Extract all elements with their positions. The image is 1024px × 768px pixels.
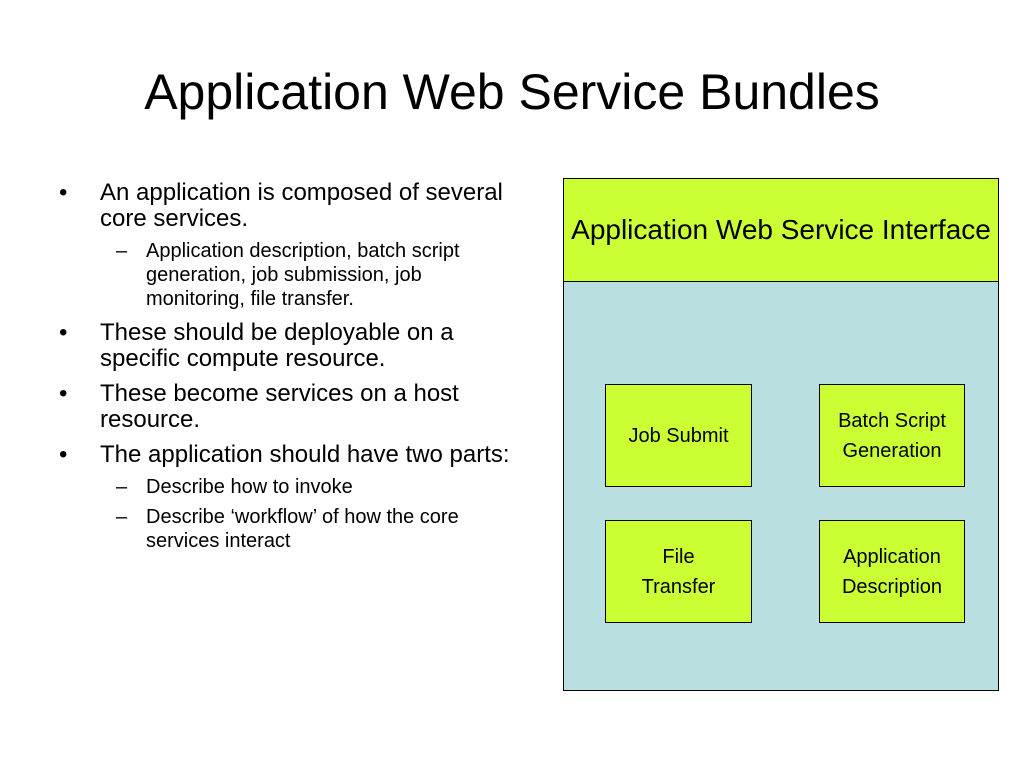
bullet-marker: • — [59, 319, 68, 346]
service-bundle-diagram: Application Web Service Interface Job Su… — [563, 178, 999, 691]
job-submit-box: Job Submit — [605, 384, 752, 487]
bullet-text: The application should have two parts: — [100, 441, 510, 468]
service-label: File Transfer — [641, 545, 716, 598]
sub-bullet-text: Describe how to invoke — [146, 476, 353, 498]
application-description-box: Application Description — [819, 520, 965, 623]
service-label: Application Description — [841, 545, 943, 598]
sub-bullet-item: – Describe ‘workflow’ of how the core se… — [100, 505, 522, 553]
service-label: Job Submit — [628, 424, 729, 447]
sub-bullet-item: – Describe how to invoke — [100, 475, 522, 499]
bullet-item: • The application should have two parts:… — [52, 442, 522, 553]
sub-bullet-item: – Application description, batch script … — [100, 239, 522, 311]
file-transfer-box: File Transfer — [605, 520, 752, 623]
bullet-text: These become services on a host resource… — [100, 380, 459, 433]
sub-bullet-text: Application description, batch script ge… — [146, 240, 460, 310]
sub-bullet-text: Describe ‘workflow’ of how the core serv… — [146, 506, 459, 552]
interface-label: Application Web Service Interface — [571, 214, 991, 245]
bullet-marker: • — [59, 380, 68, 407]
dash-marker: – — [116, 240, 128, 262]
dash-marker: – — [116, 506, 128, 528]
bullet-item: • These should be deployable on a specif… — [52, 320, 522, 372]
bullet-text: An application is composed of several co… — [100, 179, 503, 232]
sub-bullet-list: – Application description, batch script … — [100, 239, 522, 311]
bullet-item: • An application is composed of several … — [52, 180, 522, 311]
bullet-text: These should be deployable on a specific… — [100, 319, 454, 372]
batch-script-generation-box: Batch Script Generation — [819, 384, 965, 487]
slide-title: Application Web Service Bundles — [144, 64, 880, 120]
bullet-list: • An application is composed of several … — [52, 180, 522, 562]
web-service-interface-box: Application Web Service Interface — [564, 179, 998, 282]
bullet-marker: • — [59, 179, 68, 206]
service-label: Batch Script Generation — [838, 409, 946, 462]
dash-marker: – — [116, 476, 128, 498]
sub-bullet-list: – Describe how to invoke – Describe ‘wor… — [100, 475, 522, 553]
bullet-item: • These become services on a host resour… — [52, 381, 522, 433]
bullet-marker: • — [59, 441, 68, 468]
